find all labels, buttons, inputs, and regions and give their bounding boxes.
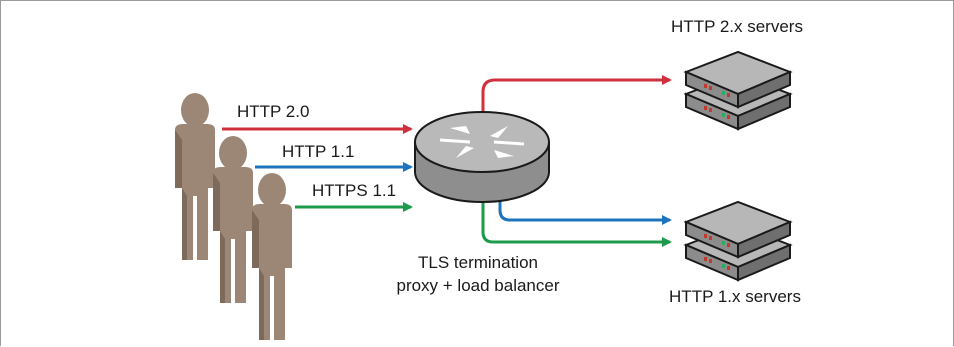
label-https11: HTTPS 1.1 (312, 181, 396, 200)
person-icon (213, 136, 253, 303)
proxy-caption-line2: proxy + load balancer (396, 276, 559, 295)
person-icon (252, 173, 292, 340)
server-group-bottom-label: HTTP 1.x servers (669, 287, 801, 306)
http11-outgoing-arrow (498, 196, 672, 225)
server-group-top-label: HTTP 2.x servers (671, 17, 803, 36)
person-icon (175, 93, 215, 260)
proxy-caption-line1: TLS termination (418, 253, 538, 272)
label-http2: HTTP 2.0 (237, 102, 309, 121)
https11-outgoing-arrow (481, 196, 672, 247)
label-http11: HTTP 1.1 (282, 142, 354, 161)
router-icon (414, 111, 550, 203)
http2-outgoing-arrow (481, 75, 672, 118)
